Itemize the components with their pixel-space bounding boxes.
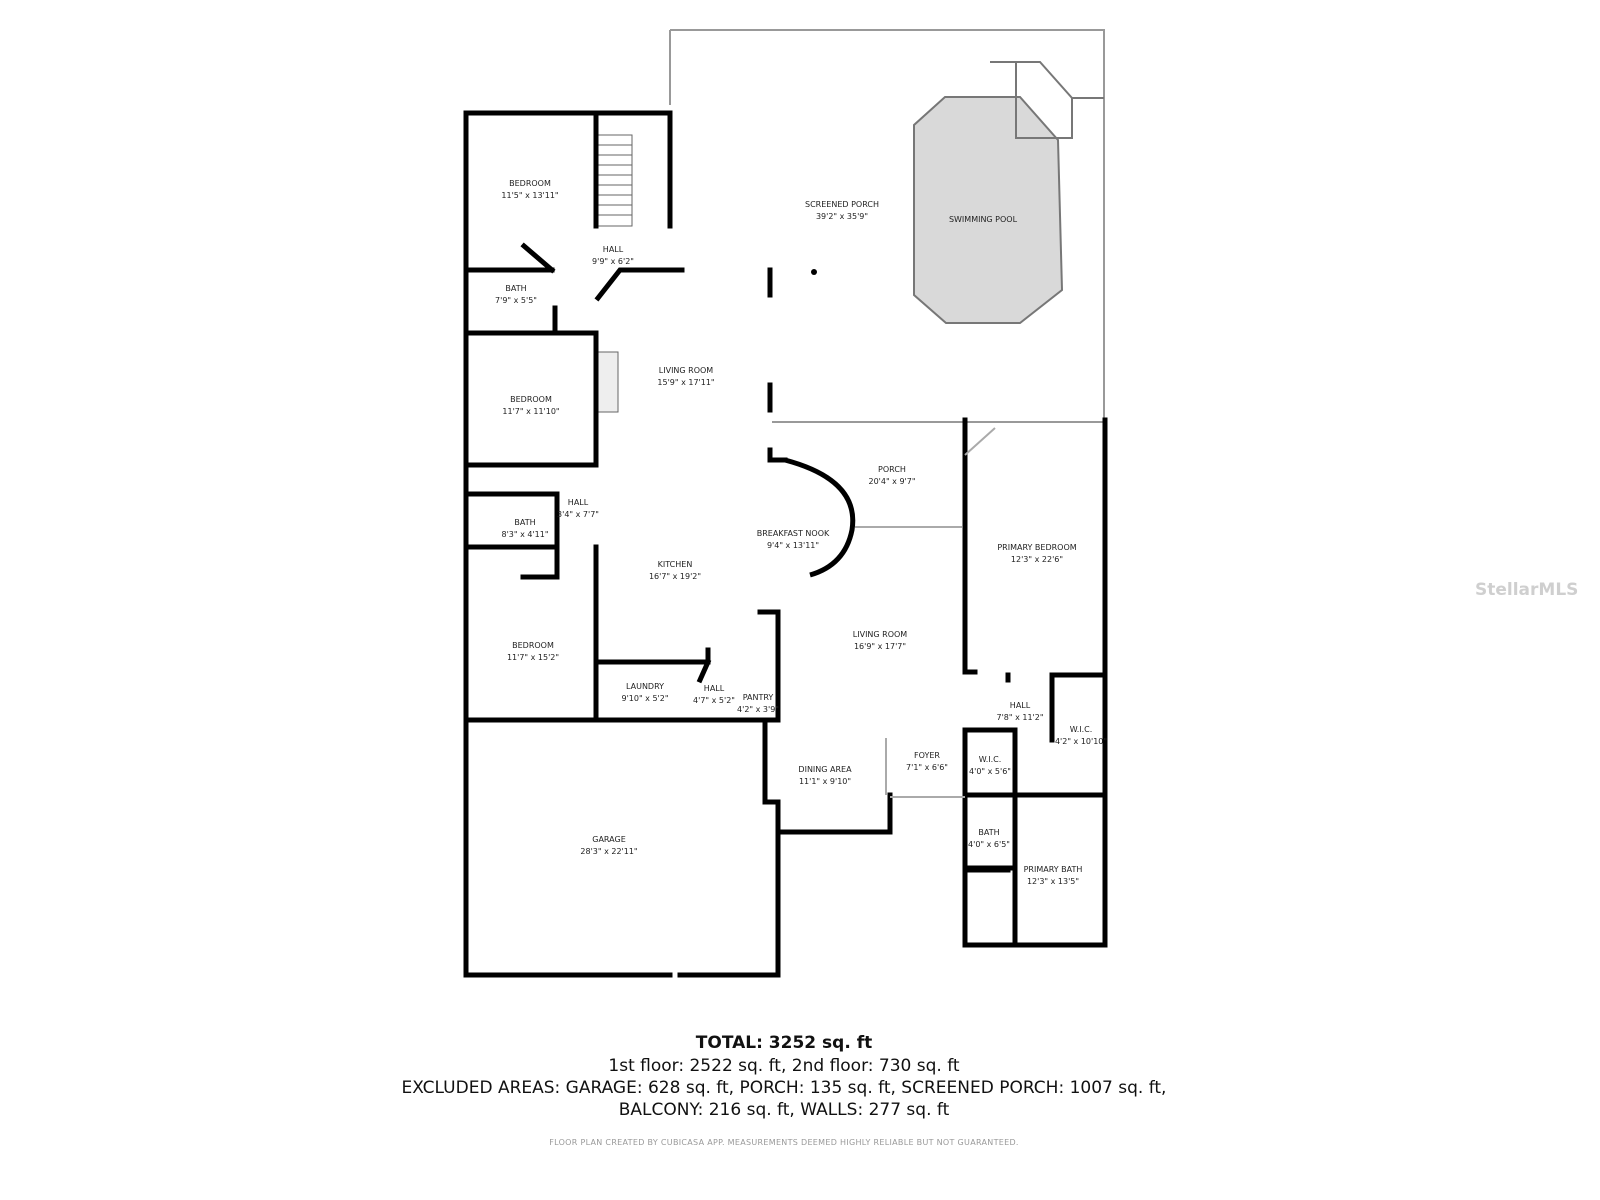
room-name: PORCH bbox=[878, 465, 906, 474]
room-dimensions: 12'3" x 13'5" bbox=[1026, 877, 1080, 886]
room-dimensions: 7'1" x 6'6" bbox=[906, 763, 948, 772]
room-name: BATH bbox=[505, 284, 527, 293]
room-pantry: PANTRY 4'2" x 3'9" bbox=[737, 692, 779, 716]
room-dimensions: 9'4" x 13'11" bbox=[766, 541, 820, 550]
room-swimming-pool: SWIMMING POOL bbox=[949, 214, 1017, 226]
room-name: GARAGE bbox=[592, 835, 626, 844]
column bbox=[811, 269, 817, 275]
room-name: KITCHEN bbox=[657, 560, 693, 569]
room-name: W.I.C. bbox=[1069, 725, 1093, 734]
room-dimensions: 3'4" x 7'7" bbox=[557, 510, 599, 519]
room-name: DINING AREA bbox=[798, 765, 852, 774]
room-name: PANTRY bbox=[742, 693, 774, 702]
room-dimensions: 4'0" x 6'5" bbox=[968, 840, 1010, 849]
room-name: LAUNDRY bbox=[625, 682, 665, 691]
room-name: BEDROOM bbox=[509, 179, 551, 188]
room-name: BATH bbox=[978, 828, 1000, 837]
room-dimensions: 11'7" x 15'2" bbox=[506, 653, 560, 662]
room-name: BATH bbox=[514, 518, 536, 527]
room-porch: PORCH 20'4" x 9'7" bbox=[868, 464, 915, 488]
room-name: PRIMARY BEDROOM bbox=[997, 543, 1077, 552]
room-garage: GARAGE 28'3" x 22'11" bbox=[580, 834, 637, 858]
floor-areas: 1st floor: 2522 sq. ft, 2nd floor: 730 s… bbox=[608, 1056, 960, 1076]
room-hall-1: HALL 9'9" x 6'2" bbox=[592, 244, 634, 268]
room-foyer: FOYER 7'1" x 6'6" bbox=[906, 750, 948, 774]
room-bath-2: BATH 8'3" x 4'11" bbox=[501, 517, 548, 541]
stairs bbox=[597, 134, 633, 227]
room-dimensions: 11'5" x 13'11" bbox=[501, 191, 559, 200]
room-name: HALL bbox=[1009, 701, 1031, 710]
room-bath-1: BATH 7'9" x 5'5" bbox=[495, 283, 537, 307]
room-name: BEDROOM bbox=[512, 641, 554, 650]
room-name: HALL bbox=[703, 684, 725, 693]
room-dimensions: 4'7" x 5'2" bbox=[693, 696, 735, 705]
room-dining-area: DINING AREA 11'1" x 9'10" bbox=[798, 764, 851, 788]
room-name: SCREENED PORCH bbox=[805, 200, 879, 209]
screened-porch-outline bbox=[669, 29, 1105, 423]
excluded-areas-2: BALCONY: 216 sq. ft, WALLS: 277 sq. ft bbox=[618, 1100, 950, 1120]
room-kitchen: KITCHEN 16'7" x 19'2" bbox=[649, 559, 701, 583]
room-name: HALL bbox=[602, 245, 624, 254]
breakfast-nook-arc bbox=[784, 457, 856, 578]
room-bath-3: BATH 4'0" x 6'5" bbox=[968, 827, 1010, 851]
room-living-room-1: LIVING ROOM 15'9" x 17'11" bbox=[657, 365, 714, 389]
walls bbox=[463, 110, 1108, 978]
porch-rail bbox=[855, 427, 996, 798]
room-hall-4: HALL 7'8" x 11'2" bbox=[996, 700, 1043, 724]
room-name: LIVING ROOM bbox=[658, 366, 714, 375]
room-dimensions: 12'3" x 22'6" bbox=[1010, 555, 1064, 564]
excluded-areas-1: EXCLUDED AREAS: GARAGE: 628 sq. ft, PORC… bbox=[401, 1078, 1167, 1098]
room-hall-3: HALL 4'7" x 5'2" bbox=[693, 683, 735, 707]
room-living-room-2: LIVING ROOM 16'9" x 17'7" bbox=[853, 629, 907, 653]
room-dimensions: 20'4" x 9'7" bbox=[868, 477, 916, 486]
room-dimensions: 16'9" x 17'7" bbox=[853, 642, 907, 651]
credit-note: FLOOR PLAN CREATED BY CUBICASA APP. MEAS… bbox=[549, 1138, 1019, 1147]
room-screened-porch: SCREENED PORCH 39'2" x 35'9" bbox=[805, 199, 879, 223]
room-dimensions: 9'9" x 6'2" bbox=[592, 257, 634, 266]
room-dimensions: 16'7" x 19'2" bbox=[648, 572, 702, 581]
room-bedroom-2: BEDROOM 11'7" x 11'10" bbox=[502, 394, 559, 418]
room-dimensions: 15'9" x 17'11" bbox=[657, 378, 715, 387]
pool-deck bbox=[990, 61, 1104, 139]
room-dimensions: 4'0" x 5'6" bbox=[969, 767, 1011, 776]
room-dimensions: 7'9" x 5'5" bbox=[495, 296, 537, 305]
room-dimensions: 8'3" x 4'11" bbox=[501, 530, 549, 539]
room-bedroom-1: BEDROOM 11'5" x 13'11" bbox=[501, 178, 558, 202]
room-dimensions: 7'8" x 11'2" bbox=[996, 713, 1044, 722]
room-breakfast-nook: BREAKFAST NOOK 9'4" x 13'11" bbox=[757, 528, 830, 552]
room-primary-bedroom: PRIMARY BEDROOM 12'3" x 22'6" bbox=[997, 542, 1076, 566]
room-name: LIVING ROOM bbox=[852, 630, 908, 639]
room-wic-1: W.I.C. 4'2" x 10'10" bbox=[1055, 724, 1107, 748]
room-name: SWIMMING POOL bbox=[948, 215, 1018, 224]
room-name: PRIMARY BATH bbox=[1023, 865, 1083, 874]
room-laundry: LAUNDRY 9'10" x 5'2" bbox=[621, 681, 668, 705]
room-name: HALL bbox=[567, 498, 589, 507]
room-bedroom-3: BEDROOM 11'7" x 15'2" bbox=[507, 640, 559, 664]
room-dimensions: 39'2" x 35'9" bbox=[815, 212, 869, 221]
swimming-pool bbox=[913, 96, 1064, 324]
room-dimensions: 4'2" x 3'9" bbox=[737, 705, 779, 714]
room-dimensions: 28'3" x 22'11" bbox=[580, 847, 638, 856]
room-wic-2: W.I.C. 4'0" x 5'6" bbox=[969, 754, 1011, 778]
room-name: FOYER bbox=[914, 751, 940, 760]
room-name: BEDROOM bbox=[510, 395, 552, 404]
room-dimensions: 9'10" x 5'2" bbox=[621, 694, 669, 703]
room-dimensions: 11'7" x 11'10" bbox=[502, 407, 560, 416]
room-name: W.I.C. bbox=[978, 755, 1002, 764]
room-dimensions: 4'2" x 10'10" bbox=[1054, 737, 1108, 746]
fireplace bbox=[597, 351, 619, 413]
room-hall-2: HALL 3'4" x 7'7" bbox=[557, 497, 599, 521]
watermark: StellarMLS bbox=[1475, 580, 1579, 600]
room-name: BREAKFAST NOOK bbox=[756, 529, 830, 538]
room-primary-bath: PRIMARY BATH 12'3" x 13'5" bbox=[1024, 864, 1083, 888]
room-dimensions: 11'1" x 9'10" bbox=[798, 777, 852, 786]
total-area: TOTAL: 3252 sq. ft bbox=[695, 1033, 873, 1053]
